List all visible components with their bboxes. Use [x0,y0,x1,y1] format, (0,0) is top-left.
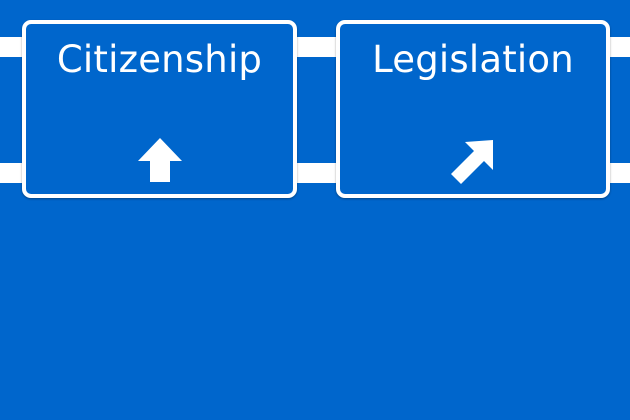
arrow-up-right-icon [451,140,493,184]
sign-legislation: Legislation [336,20,610,198]
sign-label: Legislation [372,38,574,81]
arrow-up-icon [137,138,182,182]
sign-citizenship: Citizenship [22,20,297,198]
sign-label: Citizenship [56,38,263,81]
